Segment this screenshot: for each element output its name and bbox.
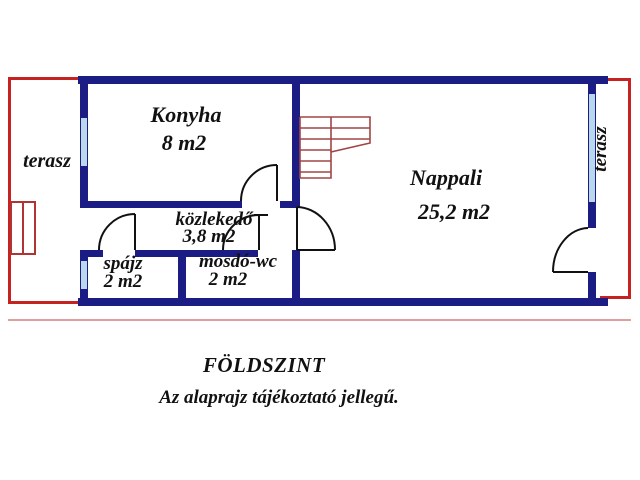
terrace-right-outline-right xyxy=(628,78,631,299)
wall-pantry-wc-top xyxy=(135,250,258,257)
wall-top xyxy=(78,76,608,84)
terrace-left-outline-bottom xyxy=(8,301,84,304)
pantry-window xyxy=(80,260,88,290)
wall-kitchen-bottom-a xyxy=(80,201,242,208)
wall-kitchen-bottom-b xyxy=(280,201,300,208)
room-area-nappali: 25,2 m2 xyxy=(417,199,491,224)
staircase xyxy=(299,116,371,179)
room-label-nappali: Nappali xyxy=(409,165,483,190)
plan-disclaimer: Az alaprajz tájékoztató jellegű. xyxy=(159,387,399,408)
wall-right-mid xyxy=(588,203,596,228)
room-area-spajz: 2 m2 xyxy=(103,271,143,292)
wall-pantry-top-corner xyxy=(80,250,103,257)
door-arc-living-room xyxy=(296,206,336,251)
room-label-kozlekedo: közlekedő xyxy=(175,209,253,230)
living-room-window xyxy=(588,93,596,203)
wall-right-lower xyxy=(588,272,596,306)
terrace-left-outline-left xyxy=(8,77,11,304)
wall-bottom xyxy=(78,298,608,306)
wall-wc-left xyxy=(178,250,186,306)
room-label-spajz: spájz xyxy=(103,253,143,274)
room-label-mosdo-wc: mosdó-wc xyxy=(198,251,278,272)
terrace-right-outline-bottom xyxy=(600,296,631,299)
terrace-door-rect xyxy=(10,201,36,255)
floor-title: FÖLDSZINT xyxy=(202,353,326,377)
door-arc-wc xyxy=(222,214,268,251)
room-label-terasz-right: terasz xyxy=(590,126,611,172)
room-area-mosdo-wc: 2 m2 xyxy=(208,269,248,290)
terrace-right-outline-top xyxy=(602,78,631,81)
door-arc-terrace-right xyxy=(552,227,589,273)
room-label-terasz-left: terasz xyxy=(23,150,71,172)
door-arc-kitchen xyxy=(240,164,278,202)
room-label-konyha: Konyha xyxy=(150,102,222,127)
door-arc-pantry xyxy=(98,213,136,251)
wall-right-top-stub xyxy=(588,76,596,93)
terrace-left-outline-top xyxy=(8,77,84,80)
room-area-kozlekedo: 3,8 m2 xyxy=(182,226,236,247)
plan-baseline-line xyxy=(8,319,631,321)
kitchen-window xyxy=(80,117,88,167)
wall-kitchen-right xyxy=(292,76,300,208)
wall-wc-right xyxy=(292,250,300,306)
room-area-konyha: 8 m2 xyxy=(161,130,207,155)
